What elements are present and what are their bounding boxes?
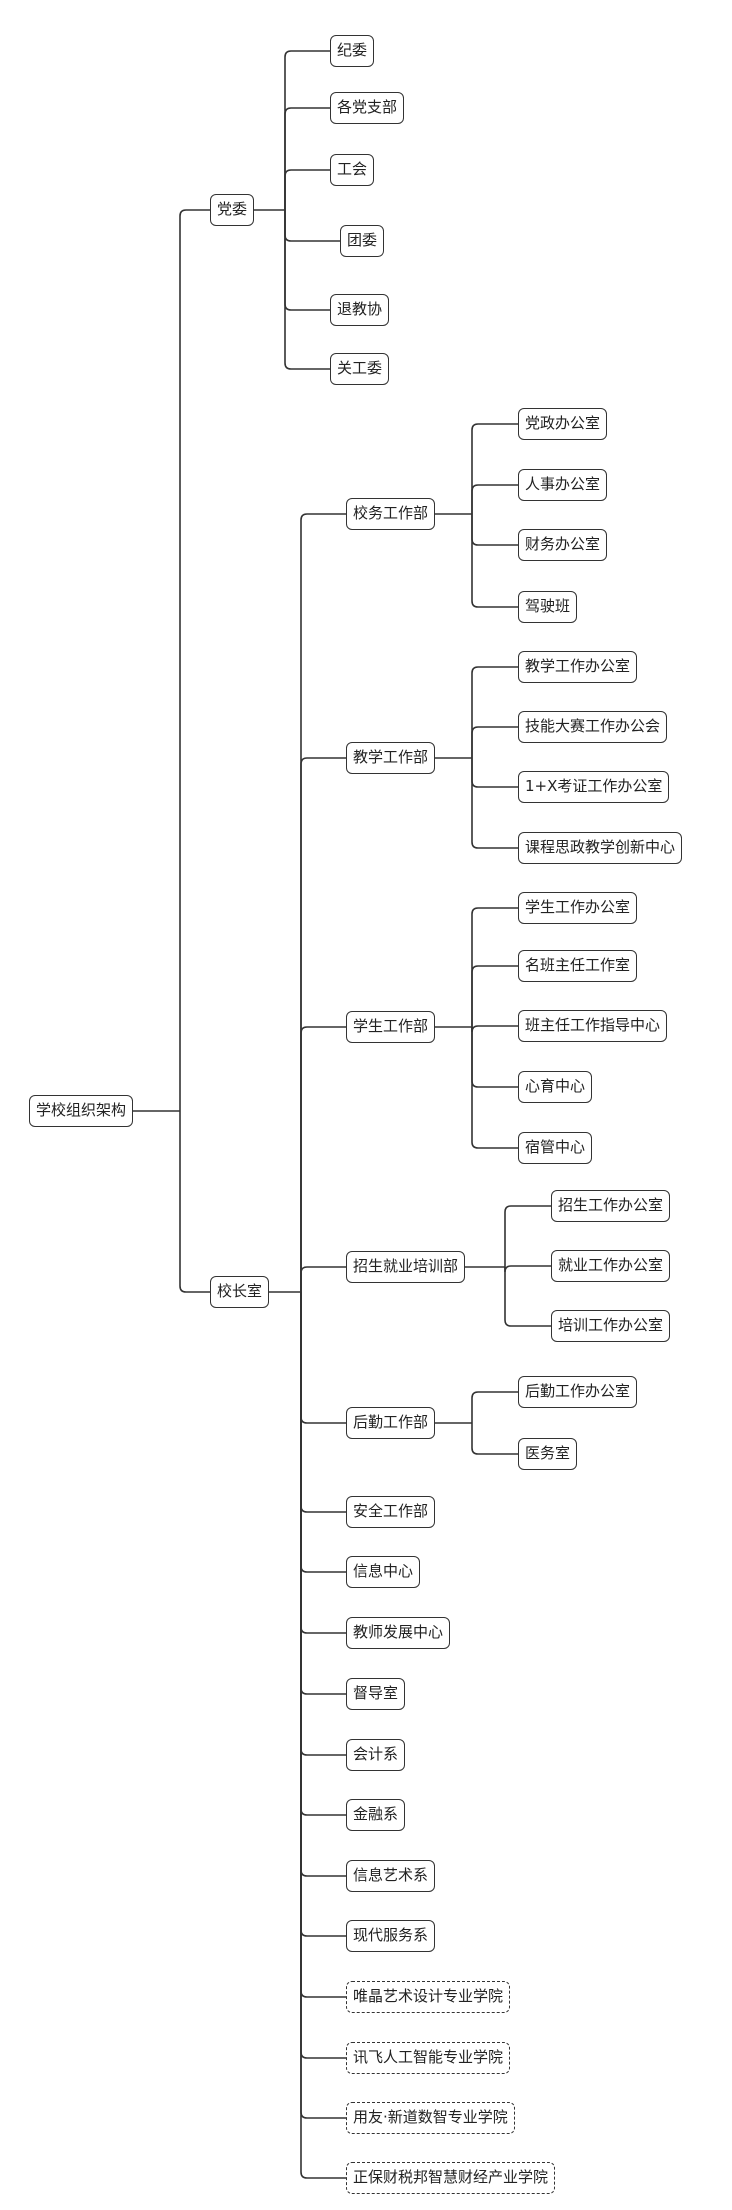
connector bbox=[300, 1292, 346, 1816]
node-office: 心育中心 bbox=[518, 1071, 593, 1103]
node-office: 财务办公室 bbox=[518, 529, 608, 561]
connector bbox=[504, 1267, 551, 1327]
node-partner-college: 正保财税邦智慧财经产业学院 bbox=[346, 2162, 556, 2194]
connector bbox=[300, 1292, 346, 2179]
connector bbox=[300, 1292, 346, 1513]
node-dept: 教师发展中心 bbox=[346, 1617, 451, 1649]
connector bbox=[300, 1266, 346, 1292]
node-office: 班主任工作指导中心 bbox=[518, 1010, 668, 1042]
connector bbox=[300, 1026, 346, 1292]
node-dept: 学生工作部 bbox=[346, 1011, 436, 1043]
node-dept: 督导室 bbox=[346, 1678, 406, 1710]
node-dept: 校务工作部 bbox=[346, 498, 436, 530]
node-office: 名班主任工作室 bbox=[518, 950, 638, 982]
node-office: 学生工作办公室 bbox=[518, 892, 638, 924]
connector bbox=[300, 1292, 346, 1937]
connector bbox=[284, 210, 330, 370]
connector bbox=[504, 1205, 551, 1267]
connector bbox=[300, 1292, 346, 1877]
connector bbox=[284, 107, 330, 210]
node-dept: 信息艺术系 bbox=[346, 1860, 436, 1892]
node-l2: 工会 bbox=[330, 154, 375, 186]
node-office: 教学工作办公室 bbox=[518, 651, 638, 683]
connector bbox=[471, 423, 518, 514]
node-office: 培训工作办公室 bbox=[551, 1310, 671, 1342]
connector bbox=[284, 50, 330, 210]
node-l2: 团委 bbox=[340, 225, 385, 257]
node-dept: 教学工作部 bbox=[346, 742, 436, 774]
connector bbox=[471, 514, 518, 608]
connector bbox=[471, 514, 518, 546]
node-office: 招生工作办公室 bbox=[551, 1190, 671, 1222]
connector bbox=[179, 209, 210, 1111]
node-l2: 退教协 bbox=[330, 294, 390, 326]
connector bbox=[471, 907, 518, 1027]
node-l2: 各党支部 bbox=[330, 92, 405, 124]
connector bbox=[300, 513, 346, 1292]
connector bbox=[471, 1391, 518, 1423]
node-office: 宿管中心 bbox=[518, 1132, 593, 1164]
connector bbox=[300, 1292, 346, 1573]
connector bbox=[471, 666, 518, 758]
connector bbox=[504, 1265, 551, 1273]
node-dept: 安全工作部 bbox=[346, 1496, 436, 1528]
node-dept: 信息中心 bbox=[346, 1556, 421, 1588]
node-l2: 纪委 bbox=[330, 35, 375, 67]
node-office: 驾驶班 bbox=[518, 591, 578, 623]
node-office: 党政办公室 bbox=[518, 408, 608, 440]
connector bbox=[300, 1292, 346, 2059]
connector bbox=[300, 1292, 346, 1756]
node-dept: 现代服务系 bbox=[346, 1920, 436, 1952]
connector bbox=[471, 965, 518, 1027]
connector bbox=[284, 210, 340, 242]
connector bbox=[471, 1025, 518, 1033]
connector bbox=[471, 758, 518, 849]
node-root: 学校组织架构 bbox=[29, 1095, 134, 1127]
node-dept: 金融系 bbox=[346, 1799, 406, 1831]
node-dept: 后勤工作部 bbox=[346, 1407, 436, 1439]
node-office: 课程思政教学创新中心 bbox=[518, 832, 683, 864]
connector bbox=[300, 1292, 346, 1998]
connector bbox=[284, 169, 330, 210]
node-partner-college: 讯飞人工智能专业学院 bbox=[346, 2042, 511, 2074]
connector bbox=[471, 1027, 518, 1088]
node-party-committee: 党委 bbox=[210, 194, 255, 226]
connector bbox=[300, 1292, 346, 1424]
node-partner-college: 唯晶艺术设计专业学院 bbox=[346, 1981, 511, 2013]
node-office: 后勤工作办公室 bbox=[518, 1376, 638, 1408]
connector bbox=[300, 757, 346, 1292]
connector bbox=[284, 210, 330, 311]
node-dept: 招生就业培训部 bbox=[346, 1251, 466, 1283]
connector bbox=[471, 1423, 518, 1455]
node-office: 就业工作办公室 bbox=[551, 1250, 671, 1282]
node-office: 人事办公室 bbox=[518, 469, 608, 501]
node-office: 医务室 bbox=[518, 1438, 578, 1470]
connector bbox=[300, 1292, 346, 2119]
node-dept: 会计系 bbox=[346, 1739, 406, 1771]
node-office: 技能大赛工作办公会 bbox=[518, 711, 668, 743]
node-principal-office: 校长室 bbox=[210, 1276, 270, 1308]
node-partner-college: 用友·新道数智专业学院 bbox=[346, 2102, 515, 2134]
node-office: 1+X考证工作办公室 bbox=[518, 771, 670, 803]
connector bbox=[300, 1292, 346, 1634]
connector bbox=[471, 1027, 518, 1149]
connector bbox=[179, 1111, 210, 1293]
connector bbox=[471, 726, 518, 758]
connector bbox=[471, 758, 518, 788]
connector bbox=[471, 484, 518, 514]
node-l2: 关工委 bbox=[330, 353, 390, 385]
